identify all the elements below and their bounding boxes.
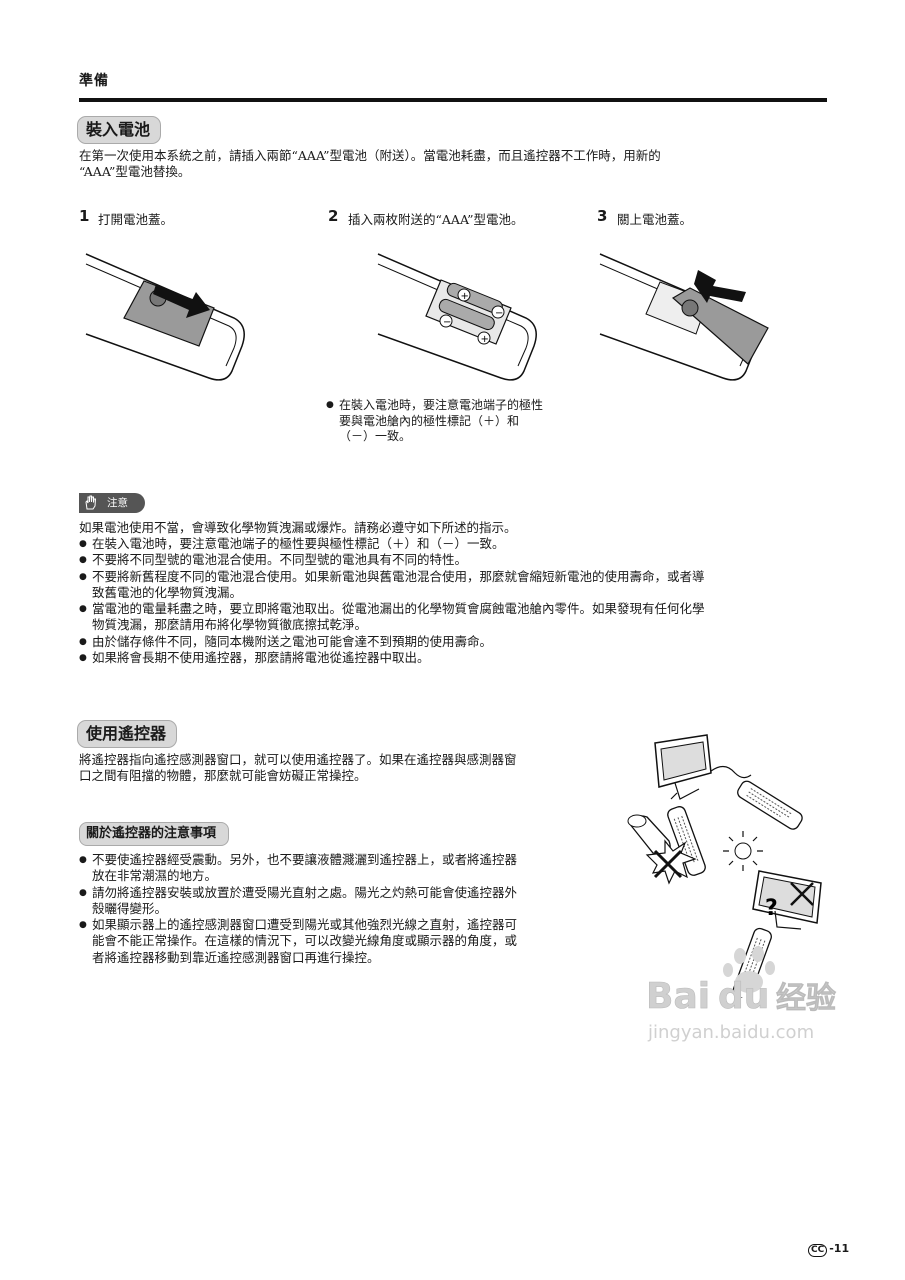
remote-note-item: 如果顯示器上的遙控感測器窗口遭受到陽光或其他強烈光線之直射，遙控器可能會不能正常… [79,917,517,966]
page-number: CC-11 [808,1242,849,1257]
step-2-text: 插入兩枚附送的“AAA”型電池。 [348,212,524,227]
caution-line: 不要將不同型號的電池混合使用。不同型號的電池具有不同的特性。 [92,552,468,568]
close-cover-illustration [599,253,769,381]
watermark-cn: 经验 [776,981,836,1016]
remote-note-line: 能會不能正常操作。在這樣的情況下，可以改變光線角度或顯示器的角度，或 [92,933,518,949]
polarity-note-item: 在裝入電池時，要注意電池端子的極性 要與電池艙內的極性標記（＋）和 （－）一致。 [326,398,543,445]
svg-text:+: + [461,291,469,302]
svg-text:−: − [443,317,451,328]
caution-item: 由於儲存條件不同，隨同本機附送之電池可能會達不到預期的使用壽命。 [79,633,705,651]
svg-text:+: + [481,334,489,345]
battery-section-title: 裝入電池 [77,116,162,144]
caution-item: 在裝入電池時，要注意電池端子的極性要與極性標記（＋）和（－）一致。 [79,536,705,553]
caution-badge: 注意 [79,493,145,513]
remote-section-title: 使用遙控器 [77,720,178,748]
caution-label: 注意 [107,497,128,509]
remote-intro-line2: 口之間有阻擋的物體，那麼就可能會妨礙正常操控。 [79,768,367,783]
step-1-text: 打開電池蓋。 [98,212,174,227]
step-2-number: 2 [328,207,339,225]
sun-icon [723,831,763,871]
caution-lead: 如果電池使用不當，會導致化學物質洩漏或爆炸。請務必遵守如下所述的指示。 [79,520,517,535]
battery-intro-line1: 在第一次使用本系統之前，請插入兩節“AAA”型電池（附送）。當電池耗盡，而且遙控… [79,148,661,163]
remote-notes-title: 關於遙控器的注意事項 [79,822,230,846]
caution-line: 不要將新舊程度不同的電池混合使用。如果新電池與舊電池混合使用，那麼就會縮短新電池… [92,568,705,584]
remote-usage-illustration: ? [627,734,822,998]
watermark-brand: Bai [646,976,710,1017]
polarity-note-line: （－）一致。 [339,429,412,443]
page-number-text: -11 [829,1242,850,1255]
caution-line: 在裝入電池時，要注意電池端子的極性要與極性標記（＋）和（－）一致。 [92,536,505,551]
caution-line: 如果將會長期不使用遙控器，那麼請將電池從遙控器中取出。 [92,650,430,666]
step-3-number: 3 [597,207,608,225]
remote-notes-list: 不要使遙控器經受震動。另外，也不要讓液體濺灑到遙控器上，或者將遙控器放在非常潮濕… [79,852,517,966]
watermark-brand2: du [718,976,769,1017]
hand-caution-icon [85,495,97,510]
watermark-url: jingyan.baidu.com [647,1022,814,1043]
caution-line: 物質洩漏，那麼請用布將化學物質徹底擦拭乾淨。 [92,617,368,633]
remote-note-line: 放在非常潮濕的地方。 [92,868,218,884]
cc-badge: CC [808,1244,828,1257]
minus-icon [491,305,505,319]
polarity-note-line: 要與電池艙內的極性標記（＋）和 [339,413,520,428]
polarity-note: 在裝入電池時，要注意電池端子的極性 要與電池艙內的極性標記（＋）和 （－）一致。 [326,398,543,445]
remote-note-line: 如果顯示器上的遙控感測器窗口遭受到陽光或其他強烈光線之直射，遙控器可 [92,917,518,933]
insert-batteries-illustration: + − − + [377,253,537,381]
caution-line: 由於儲存條件不同，隨同本機附送之電池可能會達不到預期的使用壽命。 [92,633,493,649]
remote-note-line: 不要使遙控器經受震動。另外，也不要讓液體濺灑到遙控器上，或者將遙控器 [92,852,518,867]
question-icon: ? [765,896,778,921]
arrow-icon [153,284,210,318]
remote-note-line: 請勿將遙控器安裝或放置於遭受陽光直射之處。陽光之灼熱可能會使遙控器外 [92,884,518,900]
caution-item: 不要將不同型號的電池混合使用。不同型號的電池具有不同的特性。 [79,552,705,569]
header-rule [79,98,827,102]
baidu-watermark: Bai du 经验 jingyan.baidu.com [646,946,836,1043]
remote-note-line: 者將遙控器移動到靠近遙控感測器窗口再進行操控。 [92,949,380,965]
remote-intro-line1: 將遙控器指向遙控感測器窗口，就可以使用遙控器了。如果在遙控器與感測器窗 [79,752,517,767]
svg-text:−: − [495,308,503,319]
caution-line: 致舊電池的化學物質洩漏。 [92,584,243,600]
caution-list: 在裝入電池時，要注意電池端子的極性要與極性標記（＋）和（－）一致。 不要將不同型… [79,536,705,667]
caution-line: 當電池的電量耗盡之時，要立即將電池取出。從電池漏出的化學物質會腐蝕電池艙內零件。… [92,601,705,617]
caution-item: 如果將會長期不使用遙控器，那麼請將電池從遙控器中取出。 [79,650,705,667]
cross-icon [653,849,683,879]
step-3-text: 關上電池蓋。 [617,212,693,227]
open-cover-illustration [85,253,245,381]
remote-note-line: 殼曬得變形。 [92,900,168,916]
battery-intro-line2: “AAA”型電池替換。 [79,164,191,179]
polarity-note-line: 在裝入電池時，要注意電池端子的極性 [339,398,544,412]
step-1-number: 1 [79,207,90,225]
caution-item: 不要將新舊程度不同的電池混合使用。如果新電池與舊電池混合使用，那麼就會縮短新電池… [79,569,705,602]
caution-item: 當電池的電量耗盡之時，要立即將電池取出。從電池漏出的化學物質會腐蝕電池艙內零件。… [79,601,705,634]
section-header: 準備 [79,73,109,89]
plus-icon [457,288,471,302]
remote-note-item: 不要使遙控器經受震動。另外，也不要讓液體濺灑到遙控器上，或者將遙控器放在非常潮濕… [79,852,517,885]
